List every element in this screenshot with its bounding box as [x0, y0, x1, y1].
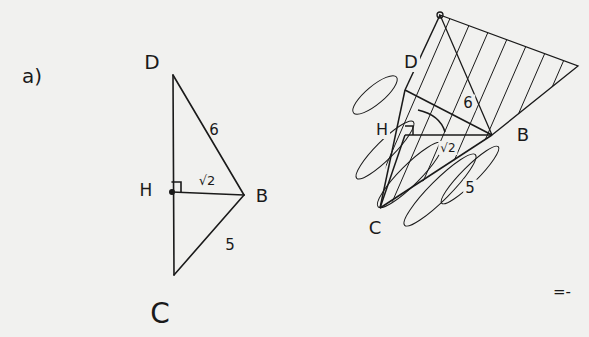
point-label: D: [142, 51, 161, 73]
length-label: 6: [461, 95, 475, 112]
part-label: a): [20, 65, 44, 87]
length-label: 5: [223, 237, 237, 254]
length-label: √2: [197, 173, 218, 188]
length-label: 6: [207, 122, 221, 139]
note: =-: [551, 284, 573, 301]
scribbles: [348, 70, 504, 232]
point-label: B: [254, 186, 270, 206]
hatched-plane: [358, 0, 589, 230]
point-label: C: [367, 218, 384, 238]
point-label: H: [138, 181, 155, 200]
length-label: 5: [463, 180, 477, 197]
right-tetrahedron: [380, 15, 492, 208]
point-label: C: [148, 299, 172, 329]
point-label: D: [402, 52, 420, 72]
point-label: B: [515, 125, 531, 145]
left-triangle: [170, 75, 244, 275]
length-label: √2: [438, 141, 457, 155]
point-label: H: [374, 121, 390, 139]
